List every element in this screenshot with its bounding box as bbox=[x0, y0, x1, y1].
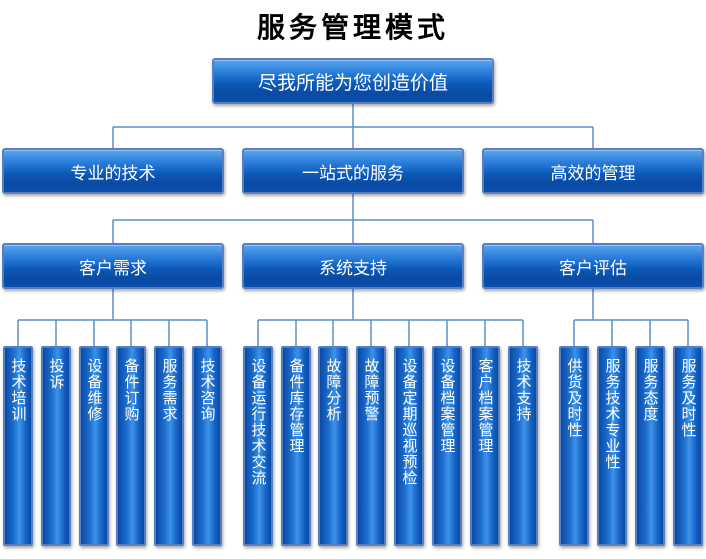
leaf-technical-support: 技术支持 bbox=[508, 346, 538, 546]
page-title: 服务管理模式 bbox=[256, 11, 449, 44]
root-node: 尽我所能为您创造价值 bbox=[212, 58, 494, 104]
node-customer-needs: 客户需求 bbox=[2, 243, 224, 289]
leaf-service-timeliness: 服务及时性 bbox=[673, 346, 703, 546]
leaf-fault-analysis: 故障分析 bbox=[318, 346, 348, 546]
leaf-supply-timeliness: 供货及时性 bbox=[559, 346, 589, 546]
node-professional-tech: 专业的技术 bbox=[2, 148, 224, 194]
leaf-technical-training: 技术培训 bbox=[3, 346, 33, 546]
leaf-periodic-inspection: 设备定期巡视预检 bbox=[394, 346, 424, 546]
leaf-service-needs: 服务需求 bbox=[154, 346, 184, 546]
leaf-equipment-repair: 设备维修 bbox=[79, 346, 109, 546]
node-efficient-management: 高效的管理 bbox=[482, 148, 704, 194]
leaf-parts-inventory: 备件库存管理 bbox=[281, 346, 311, 546]
leaf-technical-consulting: 技术咨询 bbox=[192, 346, 222, 546]
leaf-equipment-operation-exchange: 设备运行技术交流 bbox=[243, 346, 273, 546]
leaf-fault-warning: 故障预警 bbox=[356, 346, 386, 546]
leaf-service-attitude: 服务态度 bbox=[635, 346, 665, 546]
leaf-customer-records: 客户档案管理 bbox=[470, 346, 500, 546]
leaf-equipment-records: 设备档案管理 bbox=[432, 346, 462, 546]
node-one-stop-service: 一站式的服务 bbox=[242, 148, 464, 194]
leaf-parts-ordering: 备件订购 bbox=[116, 346, 146, 546]
leaf-complaint: 投诉 bbox=[41, 346, 71, 546]
leaf-service-professionalism: 服务技术专业性 bbox=[597, 346, 627, 546]
node-system-support: 系统支持 bbox=[242, 243, 464, 289]
node-customer-evaluation: 客户评估 bbox=[482, 243, 704, 289]
